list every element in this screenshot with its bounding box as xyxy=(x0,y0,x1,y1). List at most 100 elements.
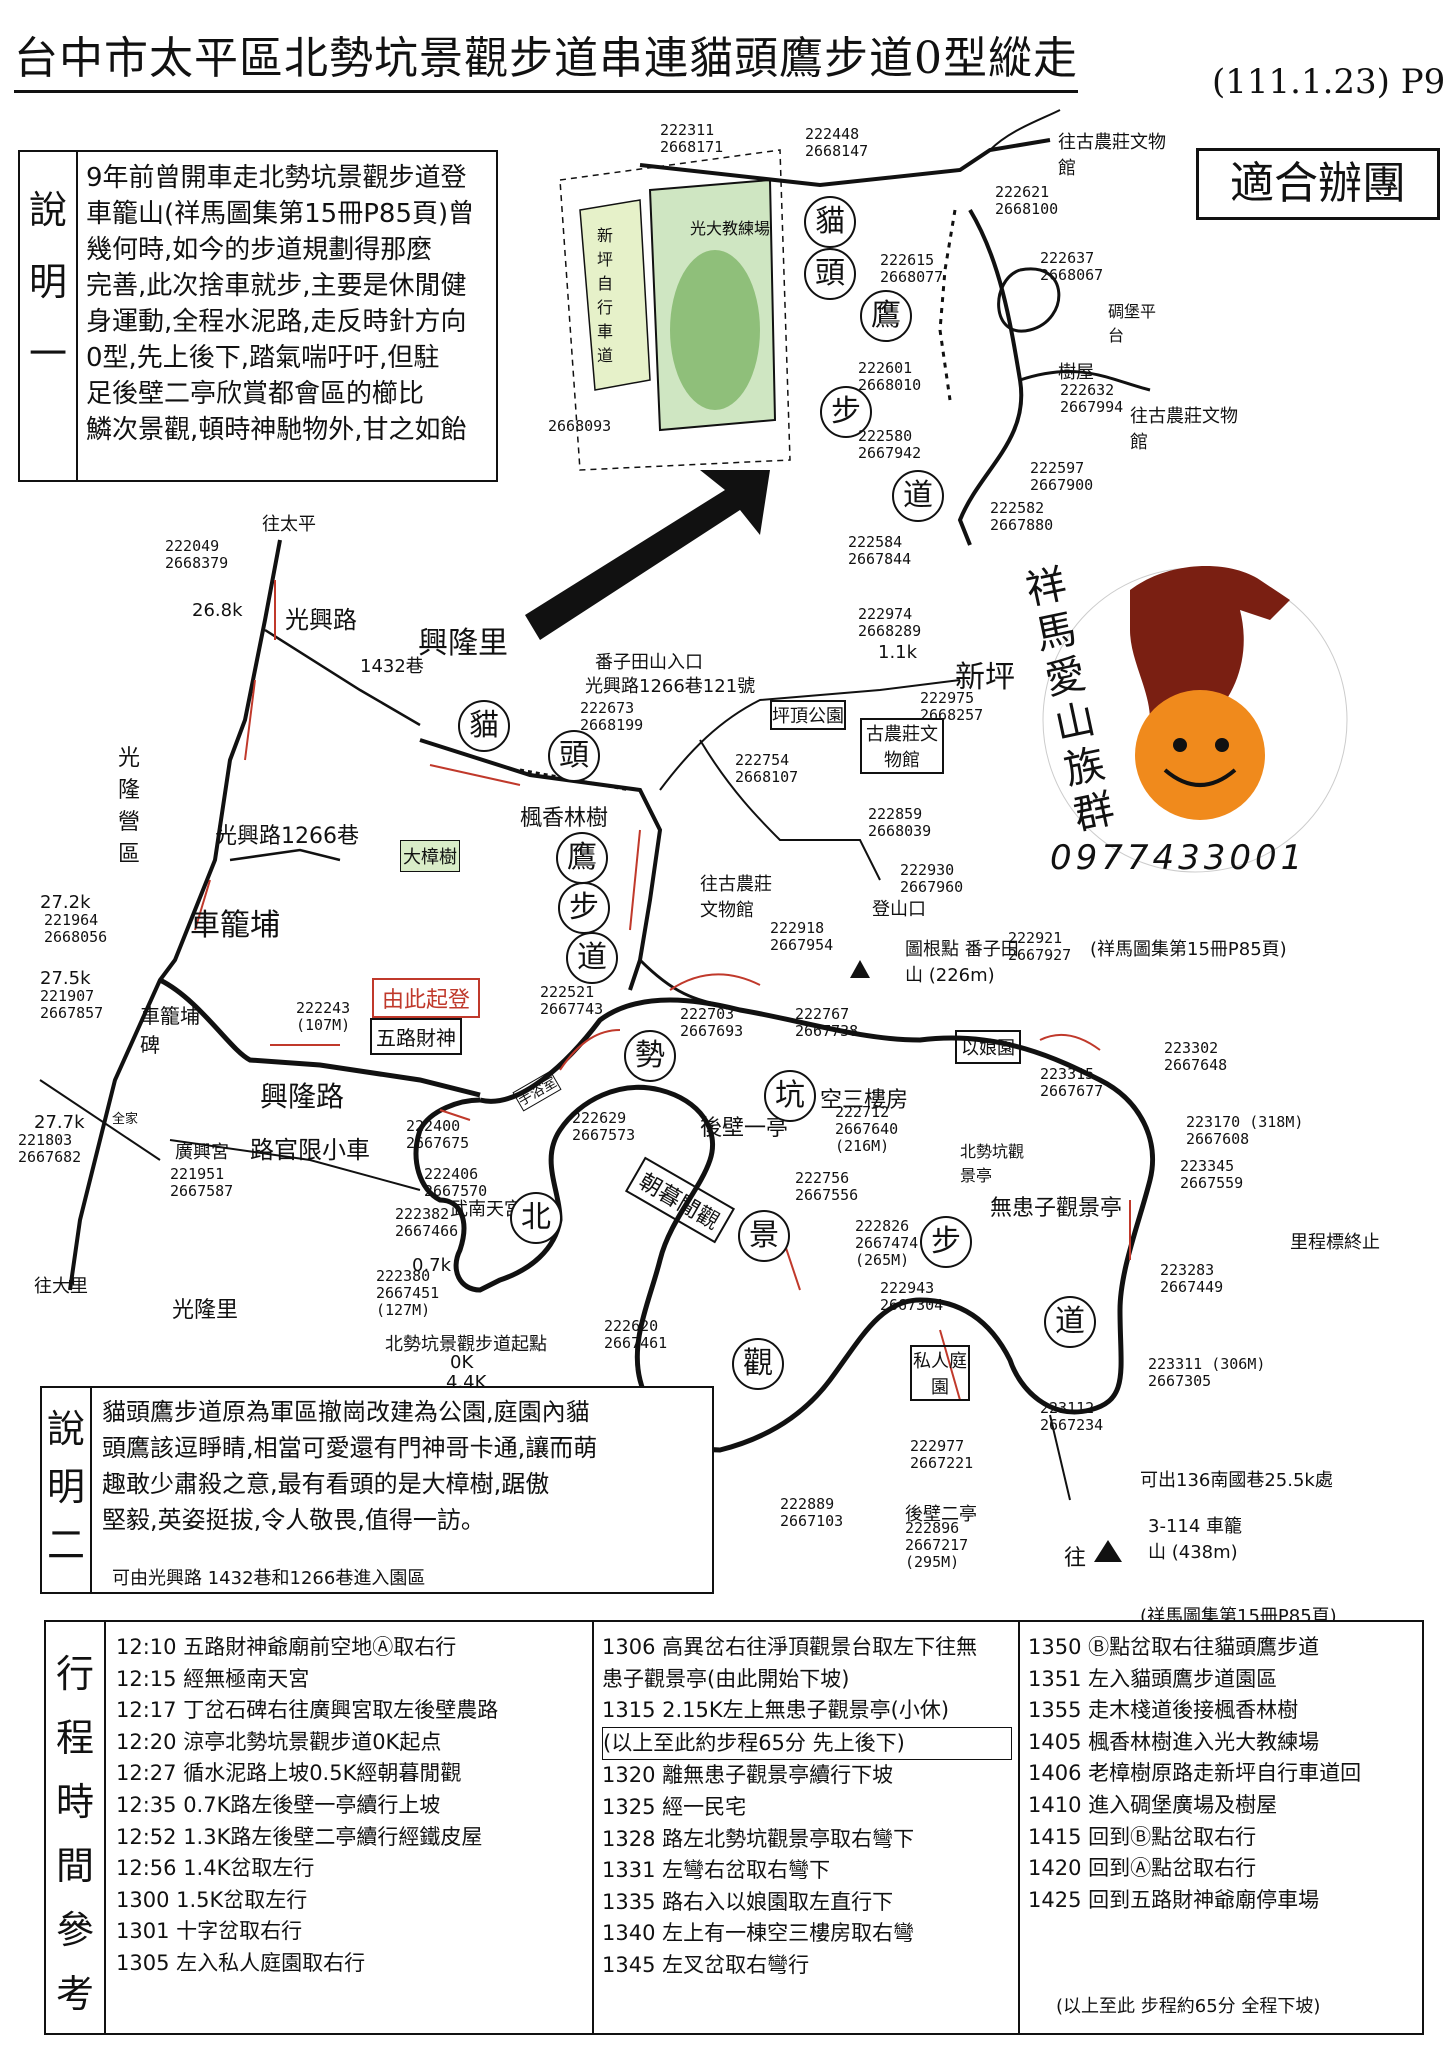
schedule-label-c4: 間 xyxy=(55,1844,94,1888)
schedule-row: 1350 Ⓑ點岔取右往貓頭鷹步道 xyxy=(1028,1635,1320,1659)
note-one-box: 說 明 一 9年前曾開車走北勢坑景觀步道登 車籠山(祥馬圖集第15冊P85頁)曾… xyxy=(18,150,498,482)
note-line: 頭鷹該逗睜睛,相當可愛還有門神哥卡通,讓而萌 xyxy=(102,1434,598,1462)
coord-label: 223311 (306M) 2667305 xyxy=(1148,1355,1266,1390)
schedule-row: 1405 楓香林樹進入光大教練場 xyxy=(1028,1729,1320,1754)
coord-label: 222921 2667927 xyxy=(1008,929,1072,964)
inset-owl-char: 鷹 xyxy=(860,290,912,342)
coord-label: 222521 2667743 xyxy=(540,983,604,1018)
label-xinping: 新坪 xyxy=(955,660,1015,695)
label-nanguo-exit: 可出136南國巷25.5k處 xyxy=(1140,1470,1333,1491)
schedule-row: 1345 左叉岔取右彎行 xyxy=(602,1952,810,1977)
inset-owl-char: 道 xyxy=(892,470,944,522)
schedule-box: 行 程 時 間 參 考 12:10 五路財神爺廟前空地Ⓐ取右行 12:15 經無… xyxy=(44,1620,1424,2035)
owl-char: 步 xyxy=(558,882,610,934)
road-fanzitian xyxy=(699,739,881,881)
label-lane-1432: 1432巷 xyxy=(360,656,424,677)
label-km-1-1: 1.1k xyxy=(878,642,918,663)
label-start-here: 由此起登 xyxy=(372,978,481,1018)
label-fanzitian: 圖根點 番子田山 (226m) xyxy=(905,939,1019,986)
note-line: 足後壁二亭欣賞都會區的櫛比 xyxy=(86,379,425,409)
label-guangxing-temple: 廣興宮 xyxy=(175,1142,229,1163)
note-two-text: 貓頭鷹步道原為軍區撤崗改建為公園,庭園內貓 頭鷹該逗睜睛,相當可愛還有門神哥卡通… xyxy=(102,1394,708,1538)
note-two-footer: 可由光興路 1432巷和1266巷進入園區 xyxy=(112,1568,426,1589)
schedule-row: 1335 路右入以娘園取左直行下 xyxy=(602,1889,894,1914)
schedule-row: 12:52 1.3K路左後壁二亭續行經鐵皮屋 xyxy=(116,1824,483,1849)
coord-label: 222382 2667466 xyxy=(395,1205,459,1240)
label-luguan: 路官限小車 xyxy=(250,1136,370,1164)
schedule-row: 12:20 涼亭北勢坑景觀步道0K起点 xyxy=(116,1729,442,1754)
note-line: 車籠山(祥馬圖集第15冊P85頁)曾 xyxy=(86,199,475,229)
coord-label: 221907 2667857 xyxy=(40,987,104,1022)
owl-char: 頭 xyxy=(548,730,600,782)
label-chelongshan: 3-114 車籠山 (438m) xyxy=(1148,1516,1243,1563)
label-to-taiping: 往太平 xyxy=(262,514,316,535)
label-km-0-7: 0.7k xyxy=(412,1255,452,1276)
coord-label: 221803 2667682 xyxy=(18,1131,82,1166)
label-houbi-pavilion: 後壁一亭 xyxy=(700,1116,789,1141)
inset-side-road xyxy=(1019,369,1151,392)
schedule-label-c2: 程 xyxy=(55,1716,94,1760)
label-pingding-park: 坪頂公園 xyxy=(770,700,846,730)
note-line: 0型,先上後下,踏氣喘吁吁,但駐 xyxy=(86,343,440,373)
label-xinglong-rd: 興隆路 xyxy=(260,1080,345,1113)
owl-char: 道 xyxy=(566,932,618,984)
inset-camphor-tree xyxy=(670,250,760,410)
label-to-guzhuang-2: 往古農莊文物館 xyxy=(1130,406,1238,453)
coord-label: 221964 2668056 xyxy=(44,911,108,946)
schedule-label-c5: 參 xyxy=(55,1908,94,1952)
coord-label: 222621 2668100 xyxy=(995,183,1059,218)
beishi-char: 觀 xyxy=(732,1338,784,1390)
note-two-label: 說 明 二 xyxy=(42,1388,92,1592)
coord-label: 223112 2667234 xyxy=(1040,1399,1104,1434)
label-treehouse: 樹屋 xyxy=(1058,362,1094,383)
coord-label: 222889 2667103 xyxy=(780,1495,844,1530)
coord-label: 222620 2667461 xyxy=(604,1317,668,1352)
label-wuhu-temple: 五路財神 xyxy=(370,1018,462,1055)
schedule-row: 1355 走木棧道後接楓香林樹 xyxy=(1028,1698,1299,1723)
coord-label: 222049 2668379 xyxy=(165,537,229,572)
schedule-col-2: 1306 高異岔右往淨頂觀景台取左下往無 患子觀景亭(由此開始下坡) 1315 … xyxy=(602,1632,1012,1982)
label-shousheng: 以娘園 xyxy=(955,1030,1021,1064)
coord-label: 222632 2667994 xyxy=(1060,381,1124,416)
inset-owl-char: 步 xyxy=(820,386,872,438)
schedule-row: 1331 左彎右岔取右彎下 xyxy=(602,1858,831,1883)
inset-outline xyxy=(559,149,791,471)
label-big-camphor: 大樟樹 xyxy=(400,840,460,872)
coord-label: 222584 2667844 xyxy=(848,533,912,568)
note-line: 幾何時,如今的步道規劃得那麼 xyxy=(86,235,433,265)
coord-label: 222918 2667954 xyxy=(770,919,834,954)
schedule-divider-1 xyxy=(592,1622,594,2033)
coord-label: 223283 2667449 xyxy=(1160,1261,1224,1296)
schedule-row: 1420 回到Ⓐ點岔取右行 xyxy=(1028,1856,1257,1881)
coord-label: 223302 2667648 xyxy=(1164,1039,1228,1074)
exit-south xyxy=(1049,1414,1071,1501)
coord-label: 222767 2667738 xyxy=(795,1005,859,1040)
logo-smile xyxy=(1163,768,1237,787)
coord-label: 222673 2668199 xyxy=(580,699,644,734)
label-kongsan: 空三樓房 xyxy=(820,1088,909,1113)
label-guanglong-li: 光隆里 xyxy=(172,1298,239,1323)
schedule-row: 1300 1.5K岔取左行 xyxy=(116,1887,308,1912)
beishi-loop xyxy=(413,997,1156,1453)
label-to: 往 xyxy=(1064,1546,1087,1571)
coord-label: 221951 2667587 xyxy=(170,1165,234,1200)
note-line: 鱗次景觀,頓時神馳物外,甘之如飴 xyxy=(86,415,467,445)
label-guangxing-rd: 光興路 xyxy=(285,606,357,634)
schedule-col-1: 12:10 五路財神爺廟前空地Ⓐ取右行 12:15 經無極南天宮 12:17 丁… xyxy=(116,1632,586,1980)
label-houbi2: 後壁二亭 xyxy=(905,1504,977,1525)
inset-bike-road xyxy=(579,199,651,391)
label-maple-forest: 楓香林樹 xyxy=(520,806,609,831)
note-line: 堅毅,英姿挺拔,令人敬畏,值得一訪。 xyxy=(102,1506,485,1534)
inset-owl-trail xyxy=(957,208,1024,546)
coord-label: 222975 2668257 xyxy=(920,689,984,724)
label-nantian: 武南天宮 xyxy=(450,1199,522,1220)
note-two-label-c3: 二 xyxy=(46,1523,85,1567)
inset-main-road xyxy=(639,138,1051,188)
schedule-row: 1410 進入碉堡廣場及樹屋 xyxy=(1028,1792,1278,1817)
beishi-char: 步 xyxy=(920,1216,972,1268)
logo-horse xyxy=(1130,566,1290,720)
note-line: 9年前曾開車走北勢坑景觀步道登 xyxy=(86,163,467,193)
logo-eye-left xyxy=(1173,738,1187,752)
owl-trail-dashed xyxy=(519,768,631,792)
note-one-text: 9年前曾開車走北勢坑景觀步道登 車籠山(祥馬圖集第15冊P85頁)曾 幾何時,如… xyxy=(86,160,492,448)
